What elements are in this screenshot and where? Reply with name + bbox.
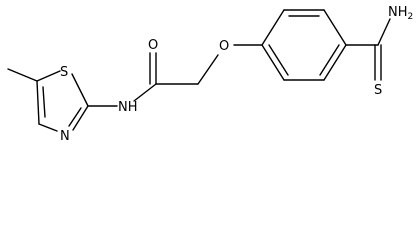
bond-c2-n3 [72, 105, 89, 131]
bond-ring-inner-left [268, 44, 289, 76]
thioamide-nh2-subscript: 2 [408, 12, 414, 22]
ring-sulfur-label: S [60, 65, 68, 80]
ring-nitrogen-label: N [60, 129, 70, 144]
bond-ring-3 [323, 9, 347, 46]
bond-c4-c5-double [42, 86, 46, 118]
benzene-ring [261, 9, 347, 81]
amide-nh-label: NH [118, 100, 138, 115]
bond-thioamide-nh2 [377, 18, 391, 46]
thioamide-nh2-label: NH2 [388, 5, 413, 22]
carbonyl-oxygen-label: O [148, 38, 158, 53]
thioamide-nh-text: NH [388, 5, 408, 20]
thione-sulfur-label: S [374, 83, 382, 98]
bond-c2-n3-double [68, 107, 82, 127]
bond-ring-1 [261, 9, 285, 46]
bond-methyl [7, 68, 38, 82]
bond-c5-s1 [36, 70, 61, 82]
bond-nh-carbonyl [133, 83, 157, 102]
thiazole-ring [36, 70, 89, 132]
bond-ring-inner-right [319, 44, 340, 76]
bond-c4-c5 [36, 80, 40, 125]
bond-ch2-ether-oxygen [197, 54, 219, 85]
ether-oxygen-label: O [219, 39, 229, 54]
bond-ring-6 [261, 44, 285, 81]
bond-ring-4 [323, 44, 347, 81]
bond-s1-c2 [71, 73, 89, 107]
molecule-structure-diagram: S N NH O O NH2 S [7, 5, 413, 144]
bond-n3-c4 [38, 123, 58, 132]
